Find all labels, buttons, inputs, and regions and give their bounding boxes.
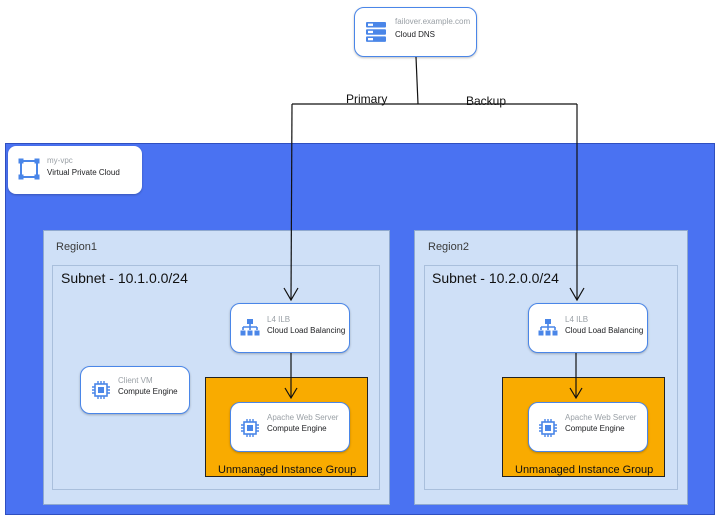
server-stack-icon xyxy=(366,22,386,42)
subnet2-label: Subnet - 10.2.0.0/24 xyxy=(432,270,559,286)
web2-card[interactable]: Apache Web Server Compute Engine xyxy=(528,402,648,452)
web1-sub: Apache Web Server xyxy=(267,413,339,422)
web1-title: Compute Engine xyxy=(267,424,327,433)
web2-sub: Apache Web Server xyxy=(565,413,637,422)
primary-path xyxy=(290,103,293,301)
ilb2-title: Cloud Load Balancing xyxy=(565,326,644,335)
dns-service: Cloud DNS xyxy=(395,30,436,39)
primary-arrowhead xyxy=(283,287,299,302)
vpc-name: my-vpc xyxy=(47,156,73,165)
primary-label: Primary xyxy=(346,92,388,106)
client-vm-title: Compute Engine xyxy=(118,387,178,396)
vpc-icon xyxy=(18,158,40,180)
region1-label: Region1 xyxy=(56,241,97,253)
ilb1-card[interactable]: L4 ILB Cloud Load Balancing xyxy=(230,303,350,353)
ilb2-card[interactable]: L4 ILB Cloud Load Balancing xyxy=(528,303,648,353)
cpu-chip-icon xyxy=(241,419,259,437)
backup-arrowhead xyxy=(569,287,585,302)
load-balancer-icon xyxy=(538,319,558,336)
ilb1-title: Cloud Load Balancing xyxy=(267,326,346,335)
instance-group-1-label: Unmanaged Instance Group xyxy=(218,464,357,476)
cloud-dns-card[interactable]: failover.example.com Cloud DNS xyxy=(354,7,477,57)
region2-label: Region2 xyxy=(428,241,469,253)
subnet1-label: Subnet - 10.1.0.0/24 xyxy=(61,270,188,286)
backup-label: Backup xyxy=(466,94,507,108)
cpu-chip-icon xyxy=(92,381,110,399)
vpc-type: Virtual Private Cloud xyxy=(47,168,120,177)
instance-group-2-label: Unmanaged Instance Group xyxy=(515,464,654,476)
web2-title: Compute Engine xyxy=(565,424,625,433)
ilb1-arrowhead xyxy=(284,387,298,400)
client-vm-card[interactable]: Client VM Compute Engine xyxy=(80,366,190,414)
cpu-chip-icon xyxy=(539,419,557,437)
ilb2-sub: L4 ILB xyxy=(565,315,589,324)
load-balancer-icon xyxy=(240,319,260,336)
dns-name: failover.example.com xyxy=(395,17,471,26)
web1-card[interactable]: Apache Web Server Compute Engine xyxy=(230,402,350,452)
vpc-card[interactable]: my-vpc Virtual Private Cloud xyxy=(8,146,142,194)
dns-trunk-line xyxy=(415,56,419,105)
ilb1-sub: L4 ILB xyxy=(267,315,291,324)
client-vm-sub: Client VM xyxy=(118,376,153,385)
ilb2-arrowhead xyxy=(569,387,583,400)
